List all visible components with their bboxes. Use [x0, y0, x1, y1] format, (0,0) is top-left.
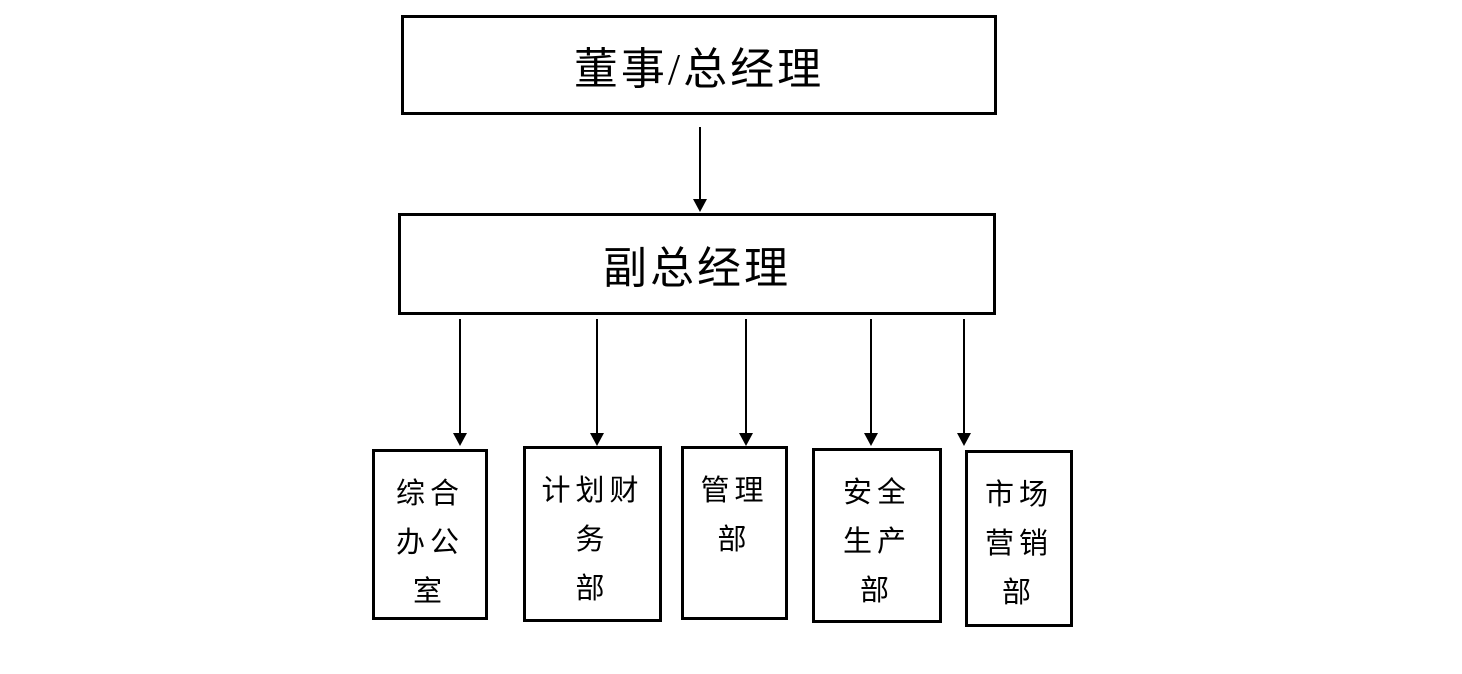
dept-label-line: 生产	[842, 526, 911, 558]
connector-arrow-to-planning-finance	[589, 319, 605, 446]
connector-arrow-to-marketing	[956, 319, 972, 446]
arrow-shaft	[745, 319, 747, 435]
arrow-head-icon	[739, 433, 753, 446]
arrow-shaft	[963, 319, 965, 435]
node-label: 副总经理	[603, 244, 791, 293]
dept-label-line: 计划财务	[541, 475, 644, 556]
dept-label-line: 部	[859, 575, 894, 607]
arrow-head-icon	[693, 199, 707, 212]
dept-label-line: 室	[412, 576, 447, 608]
arrow-shaft	[459, 319, 461, 435]
node-dept-general-office: 综合 办公 室	[372, 449, 488, 620]
dept-label-line: 安全	[842, 477, 911, 509]
dept-label-line: 部	[1001, 577, 1036, 609]
connector-arrow-to-safety-production	[863, 319, 879, 446]
arrow-shaft	[699, 127, 701, 201]
dept-label-line: 办公	[395, 527, 464, 559]
arrow-head-icon	[590, 433, 604, 446]
arrow-head-icon	[453, 433, 467, 446]
dept-label-line: 综合	[395, 478, 464, 510]
node-label: 董事/总经理	[573, 45, 825, 94]
connector-arrow-to-management	[738, 319, 754, 446]
dept-label-line: 营销	[984, 528, 1053, 560]
node-dept-management: 管理 部	[681, 446, 788, 620]
node-dept-planning-finance: 计划财务 部	[523, 446, 662, 622]
connector-arrow-root-to-deputy	[692, 127, 708, 212]
node-dept-marketing: 市场 营销 部	[965, 450, 1073, 627]
arrow-shaft	[596, 319, 598, 435]
arrow-head-icon	[864, 433, 878, 446]
arrow-head-icon	[957, 433, 971, 446]
node-dept-safety-production: 安全 生产 部	[812, 448, 942, 623]
dept-label-line: 部	[717, 524, 752, 556]
dept-label-line: 部	[575, 573, 610, 605]
connector-arrow-to-general-office	[452, 319, 468, 446]
dept-label-line: 市场	[984, 479, 1053, 511]
node-director-general-manager: 董事/总经理	[401, 15, 997, 115]
node-deputy-general-manager: 副总经理	[398, 213, 996, 315]
arrow-shaft	[870, 319, 872, 435]
dept-label-line: 管理	[700, 475, 769, 507]
